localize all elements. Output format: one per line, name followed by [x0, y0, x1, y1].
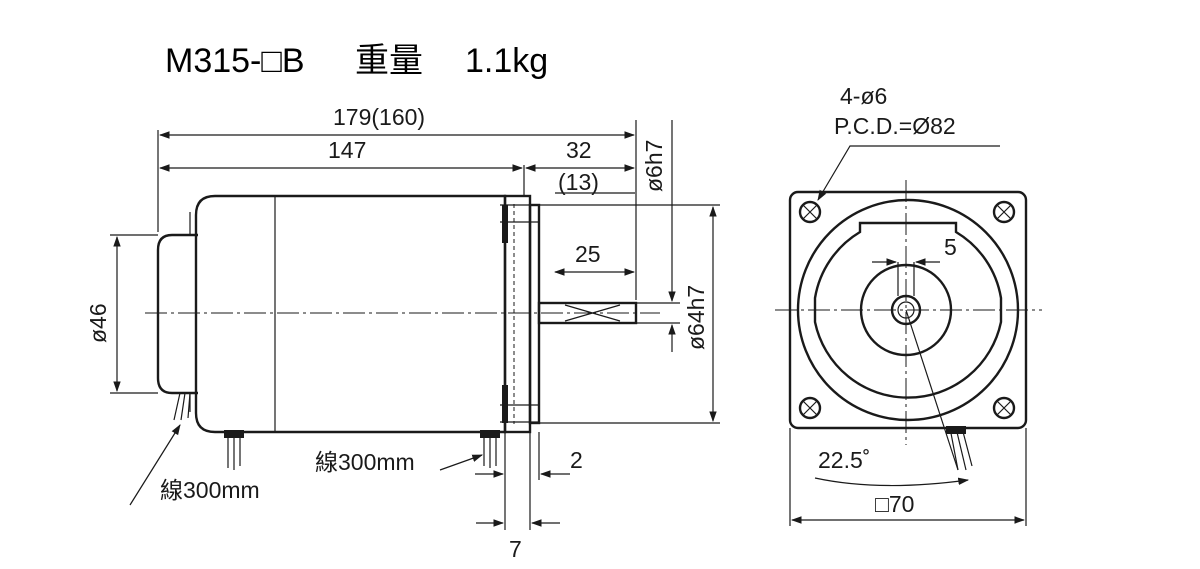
mount-hole: [798, 200, 822, 224]
dim-flange-offset: 2: [570, 447, 583, 473]
lead-wires-bottom: [224, 430, 500, 470]
front-key-lines: [897, 262, 915, 296]
flange-bolt-top: [502, 205, 508, 243]
ext-flange-bottom: [504, 432, 540, 530]
dim-overall-length: 179(160): [333, 104, 425, 130]
lead-wire-rear-label: 線300mm: [160, 477, 260, 503]
rear-cap: [156, 233, 198, 395]
model-title: M315-□B: [165, 42, 305, 80]
ext-64: [540, 204, 720, 424]
weight-value: 1.1kg: [465, 42, 548, 80]
square-size-label: □70: [875, 491, 914, 517]
flange-lip: [528, 203, 541, 425]
pcd-label: P.C.D.=Ø82: [834, 113, 956, 139]
mount-hole: [992, 200, 1016, 224]
front-outer-circle: [796, 198, 1020, 422]
dim-shaft-diameter: ø6h7: [641, 140, 667, 192]
dim-flange-thickness: 7: [509, 536, 522, 562]
leader-mount-holes: [817, 145, 1000, 201]
mount-holes-label: 4-ø6: [840, 83, 887, 109]
dim-shaft-length-alt: (13): [558, 169, 599, 195]
lead-wires-rear: [173, 392, 191, 421]
angle-label: 22.5˚: [818, 447, 870, 473]
shaft-key: [564, 304, 621, 322]
dim-body-length: 147: [328, 137, 366, 163]
angle-arc: [814, 477, 970, 487]
angle-ref-line: [905, 309, 959, 471]
motor-body: [194, 194, 507, 434]
dim-rear-cap-diameter: ø46: [85, 303, 111, 343]
lead-wire-bottom-label: 線300mm: [315, 449, 415, 475]
key-width-label: 5: [944, 234, 957, 260]
front-wire-grommet: [946, 426, 966, 434]
front-hub: [859, 263, 953, 357]
side-view: 179(160) 147 32 (13) 25 ø6h7 ø64h7 ø46 2…: [85, 104, 720, 562]
leader-bottom-wire: [439, 454, 484, 471]
dim-key-length: 25: [575, 241, 601, 267]
mount-hole: [798, 396, 822, 420]
flange-bolt-bottom: [502, 385, 508, 423]
leader-rear-wire: [129, 424, 181, 506]
front-shaft: [890, 294, 922, 326]
ext-square: [789, 428, 1027, 526]
mount-hole: [992, 396, 1016, 420]
front-inner-circle: [813, 221, 1003, 399]
dim-pilot-diameter: ø64h7: [683, 285, 709, 350]
shaft: [537, 301, 638, 325]
ext-6: [636, 302, 680, 324]
ext-46: [110, 234, 158, 394]
front-lead-wires: [949, 427, 973, 471]
dim-shaft-length: 32: [566, 137, 592, 163]
front-shaft-inner: [897, 301, 915, 319]
flange: [503, 194, 532, 434]
weight-label: 重量: [355, 42, 423, 80]
front-view: 4-ø6 P.C.D.=Ø82 5 22.5˚ □70: [775, 83, 1042, 526]
